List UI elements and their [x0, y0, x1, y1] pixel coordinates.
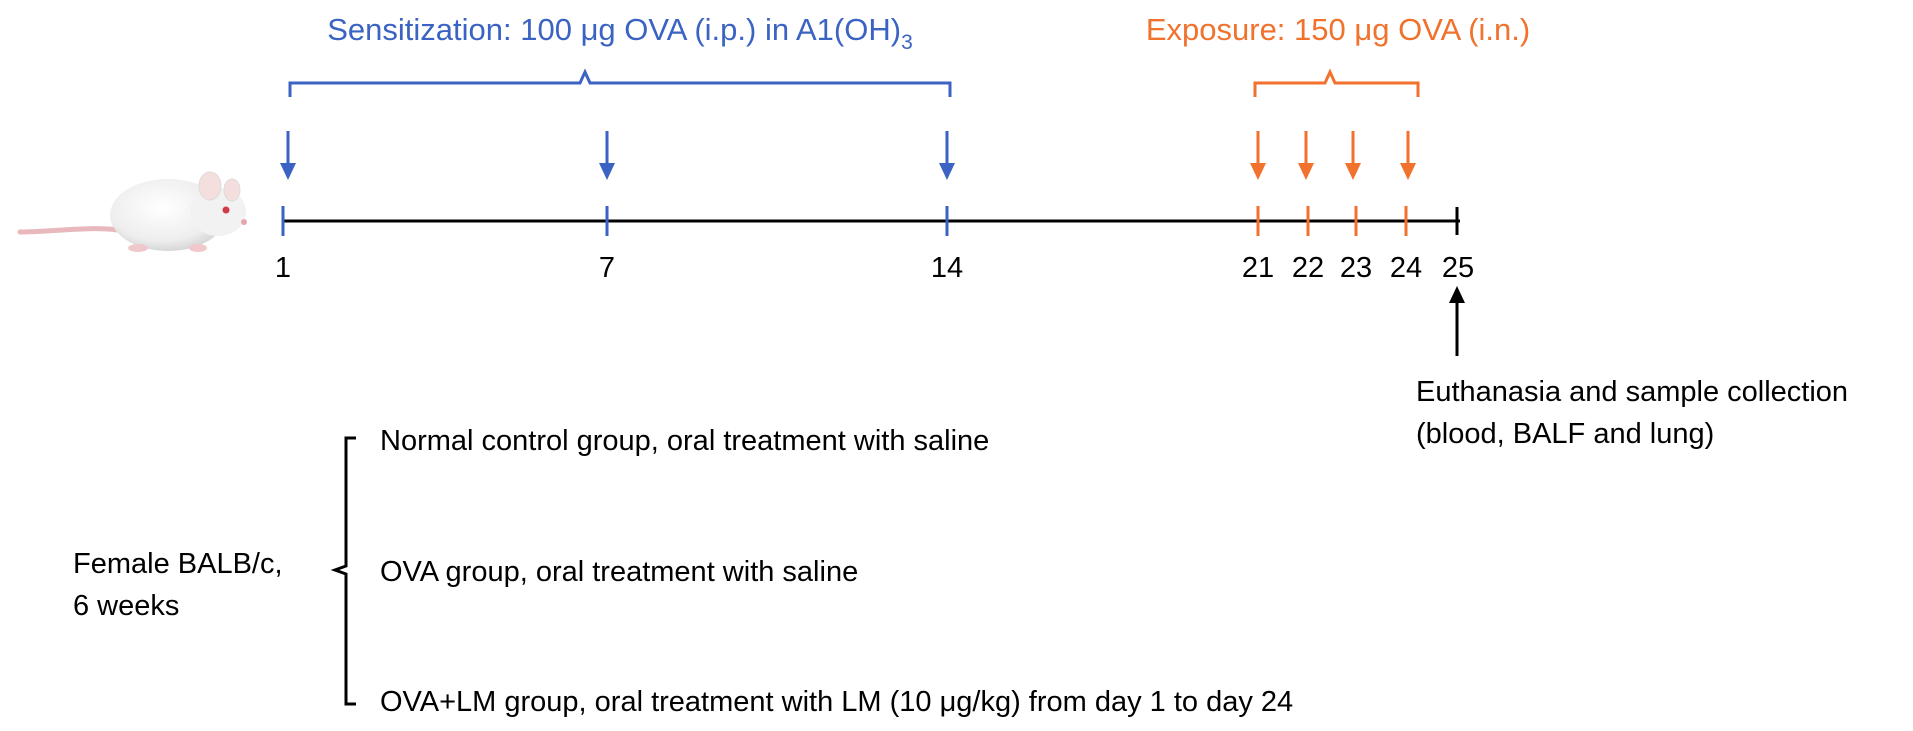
- day-label-7: 7: [599, 252, 615, 284]
- mouse-icon: [17, 171, 247, 252]
- day-label-1: 1: [275, 252, 291, 284]
- endpoint-label-line2: (blood, BALF and lung): [1416, 418, 1714, 450]
- group-bracket: [330, 436, 356, 706]
- subject-label-line1: Female BALB/c,: [73, 548, 283, 580]
- sensitization-label: Sensitization: 100 μg OVA (i.p.) in A1(O…: [327, 12, 913, 54]
- day-label-23: 23: [1340, 252, 1372, 284]
- sensitization-marker-day-14: [939, 131, 955, 236]
- day-label-24: 24: [1390, 252, 1422, 284]
- day-label-14: 14: [931, 252, 963, 284]
- exposure-marker-day-24: [1400, 131, 1416, 236]
- sensitization-marker-day-1: [280, 131, 296, 236]
- sensitization-marker-day-7: [599, 131, 615, 236]
- group-ova: OVA group, oral treatment with saline: [380, 556, 858, 588]
- group-normal-control: Normal control group, oral treatment wit…: [380, 425, 989, 457]
- day-label-25: 25: [1442, 252, 1474, 284]
- endpoint-label-line1: Euthanasia and sample collection: [1416, 376, 1848, 408]
- sensitization-bracket: [288, 68, 952, 97]
- exposure-marker-day-22: [1298, 131, 1314, 236]
- exposure-label: Exposure: 150 μg OVA (i.n.): [1146, 12, 1530, 47]
- group-ova-lm: OVA+LM group, oral treatment with LM (10…: [380, 686, 1293, 718]
- exposure-marker-day-23: [1345, 131, 1361, 236]
- subject-label-line2: 6 weeks: [73, 590, 179, 622]
- exposure-marker-day-21: [1250, 131, 1266, 236]
- day-label-22: 22: [1292, 252, 1324, 284]
- exposure-bracket: [1253, 68, 1420, 97]
- day-label-21: 21: [1242, 252, 1274, 284]
- endpoint-arrow: [1449, 286, 1465, 356]
